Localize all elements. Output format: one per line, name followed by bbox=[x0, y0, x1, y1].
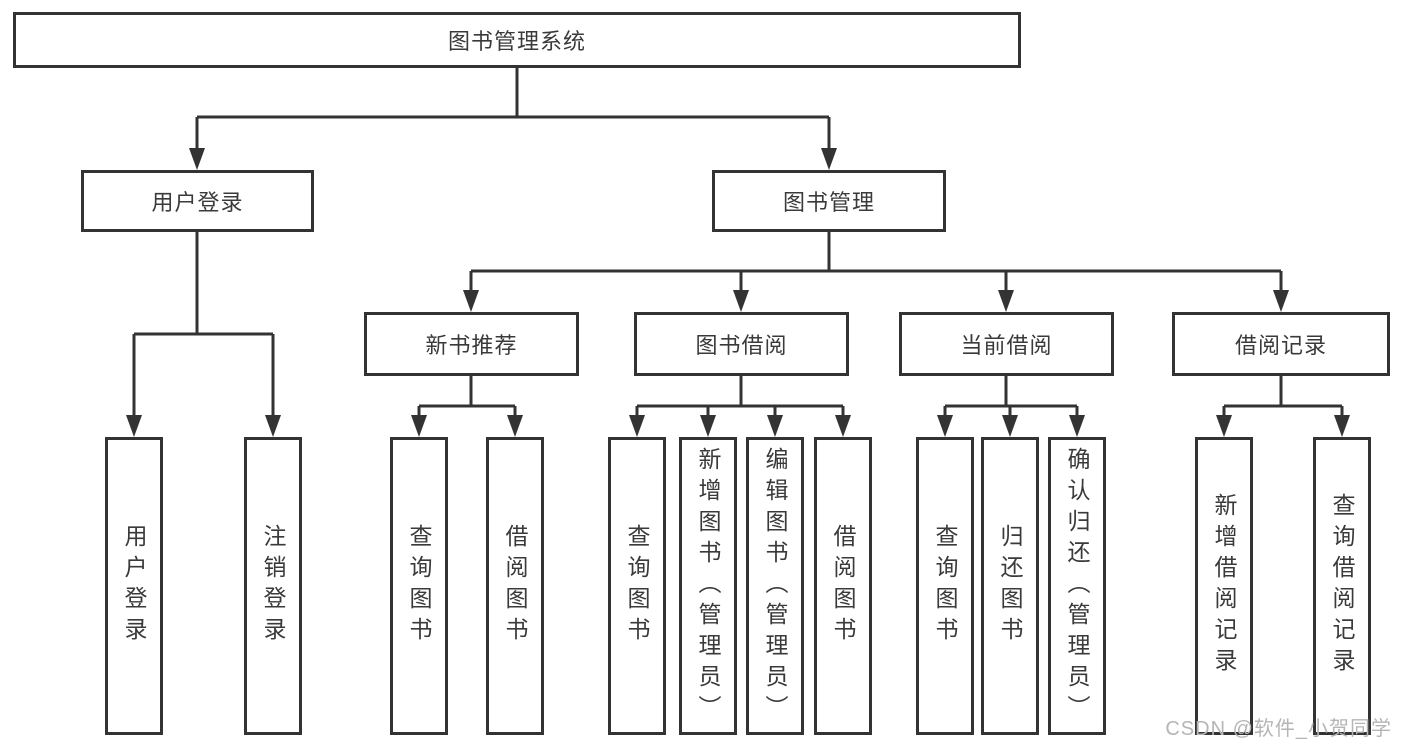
node-label: 用户登录 bbox=[121, 524, 147, 648]
node-label: 查询图书 bbox=[624, 524, 650, 648]
leaf-add-book-admin: 新增图书（管理员） bbox=[679, 437, 737, 735]
node-user-login: 用户登录 bbox=[81, 170, 314, 232]
node-label: 注销登录 bbox=[260, 524, 286, 648]
node-label: 借阅图书 bbox=[502, 524, 528, 648]
leaf-query-borrow-record: 查询借阅记录 bbox=[1313, 437, 1371, 735]
node-label: 新增图书（管理员） bbox=[695, 446, 721, 726]
node-label: 新书推荐 bbox=[425, 333, 518, 358]
node-label: 当前借阅 bbox=[960, 333, 1053, 358]
leaf-confirm-return-admin: 确认归还（管理员） bbox=[1048, 437, 1106, 735]
node-label: 编辑图书（管理员） bbox=[762, 446, 788, 726]
node-label: 借阅图书 bbox=[830, 524, 856, 648]
node-label: 查询图书 bbox=[406, 524, 432, 648]
leaf-query-books-recommend: 查询图书 bbox=[390, 437, 448, 735]
node-label: 图书管理 bbox=[782, 190, 875, 215]
leaf-query-books-borrow: 查询图书 bbox=[608, 437, 666, 735]
leaf-edit-book-admin: 编辑图书（管理员） bbox=[746, 437, 804, 735]
node-label: 查询图书 bbox=[932, 524, 958, 648]
leaf-add-borrow-record: 新增借阅记录 bbox=[1195, 437, 1253, 735]
node-label: 归还图书 bbox=[997, 524, 1023, 648]
node-book-borrow: 图书借阅 bbox=[634, 312, 849, 376]
node-label: 借阅记录 bbox=[1234, 333, 1327, 358]
leaf-return-book: 归还图书 bbox=[981, 437, 1039, 735]
node-label: 确认归还（管理员） bbox=[1064, 446, 1090, 726]
node-label: 图书管理系统 bbox=[447, 29, 586, 54]
node-label: 用户登录 bbox=[151, 190, 244, 215]
node-label: 新增借阅记录 bbox=[1211, 493, 1237, 679]
node-label: 图书借阅 bbox=[695, 333, 788, 358]
leaf-borrow-books-recommend: 借阅图书 bbox=[486, 437, 544, 735]
node-book-management: 图书管理 bbox=[712, 170, 946, 232]
node-library-management-system: 图书管理系统 bbox=[13, 12, 1021, 68]
leaf-user-login: 用户登录 bbox=[105, 437, 163, 735]
node-label: 查询借阅记录 bbox=[1329, 493, 1355, 679]
node-new-book-recommend: 新书推荐 bbox=[364, 312, 579, 376]
leaf-logout: 注销登录 bbox=[244, 437, 302, 735]
node-current-borrow: 当前借阅 bbox=[899, 312, 1114, 376]
watermark-csdn: CSDN @软件_小贺同学 bbox=[1165, 718, 1392, 740]
leaf-borrow-books: 借阅图书 bbox=[814, 437, 872, 735]
leaf-query-books-current: 查询图书 bbox=[916, 437, 974, 735]
node-borrow-records: 借阅记录 bbox=[1172, 312, 1390, 376]
